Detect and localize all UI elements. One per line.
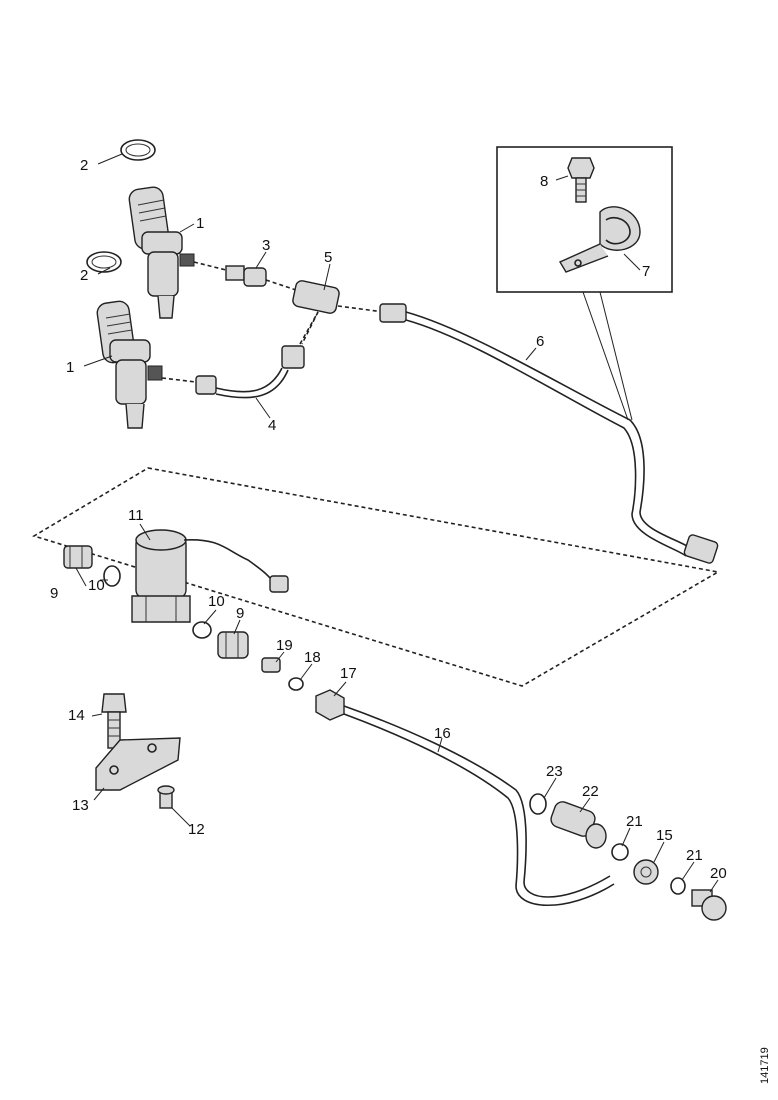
callout-7: 7 <box>642 263 650 280</box>
callout-5: 5 <box>324 249 332 266</box>
fuel-pipe-4 <box>161 311 319 399</box>
union-9-right <box>217 631 249 659</box>
callout-4: 4 <box>268 417 276 434</box>
banjo-fitting-15 <box>633 859 659 885</box>
callout-9-right: 9 <box>236 605 244 622</box>
seal-ring-2-upper <box>120 139 156 161</box>
washer-18 <box>288 677 304 691</box>
seal-ring-2-lower <box>86 251 122 273</box>
callout-6: 6 <box>536 333 544 350</box>
connection-frame-dashed <box>32 467 721 687</box>
bolt-14 <box>101 693 127 749</box>
callout-12: 12 <box>188 821 205 838</box>
callout-10-left: 10 <box>88 577 105 594</box>
callout-17: 17 <box>340 665 357 682</box>
bolt-8 <box>567 157 595 203</box>
clip-7 <box>558 206 641 273</box>
inset-leader-right <box>599 291 633 421</box>
figure-reference-number: 141719 <box>759 1047 771 1084</box>
callout-1-upper: 1 <box>196 215 204 232</box>
callout-15: 15 <box>656 827 673 844</box>
injector-upper <box>128 186 195 319</box>
callout-18: 18 <box>304 649 321 666</box>
callout-10-right: 10 <box>208 593 225 610</box>
screw-12 <box>157 785 175 809</box>
callout-14: 14 <box>68 707 85 724</box>
washer-10-left <box>103 565 121 587</box>
washer-21-upper <box>611 843 629 861</box>
injector-lower <box>96 300 163 429</box>
callout-16: 16 <box>434 725 451 742</box>
nut-17 <box>315 689 345 721</box>
solenoid-valve-11 <box>131 529 289 623</box>
callout-1-lower: 1 <box>66 359 74 376</box>
fuel-pipe-16 <box>343 705 615 907</box>
washer-10-right <box>192 621 212 639</box>
bracket-13 <box>95 737 181 791</box>
callout-8: 8 <box>540 173 548 190</box>
tee-fitting-5 <box>265 279 407 345</box>
callout-21-upper: 21 <box>626 813 643 830</box>
washer-23 <box>529 793 547 815</box>
callout-2-lower: 2 <box>80 267 88 284</box>
inset-leader-left <box>582 291 629 421</box>
callout-19: 19 <box>276 637 293 654</box>
callout-23: 23 <box>546 763 563 780</box>
filter-body-22 <box>550 801 607 849</box>
check-valve-19 <box>261 657 281 673</box>
banjo-bolt-20 <box>691 889 727 921</box>
leader-lines <box>75 153 719 893</box>
callout-9-left: 9 <box>50 585 58 602</box>
callout-11: 11 <box>128 507 144 524</box>
union-9-left <box>63 545 93 569</box>
callout-2-upper: 2 <box>80 157 88 174</box>
fuel-pipe-6 <box>405 311 719 564</box>
callout-labels: 2 1 2 3 5 1 4 6 8 7 11 9 10 10 9 19 18 1… <box>50 157 727 882</box>
washer-21-lower <box>670 877 686 895</box>
callout-3: 3 <box>262 237 270 254</box>
callout-20: 20 <box>710 865 727 882</box>
callout-13: 13 <box>72 797 89 814</box>
callout-22: 22 <box>582 783 599 800</box>
detail-inset-box <box>496 146 673 293</box>
callout-21-lower: 21 <box>686 847 703 864</box>
connector-3 <box>193 261 267 287</box>
